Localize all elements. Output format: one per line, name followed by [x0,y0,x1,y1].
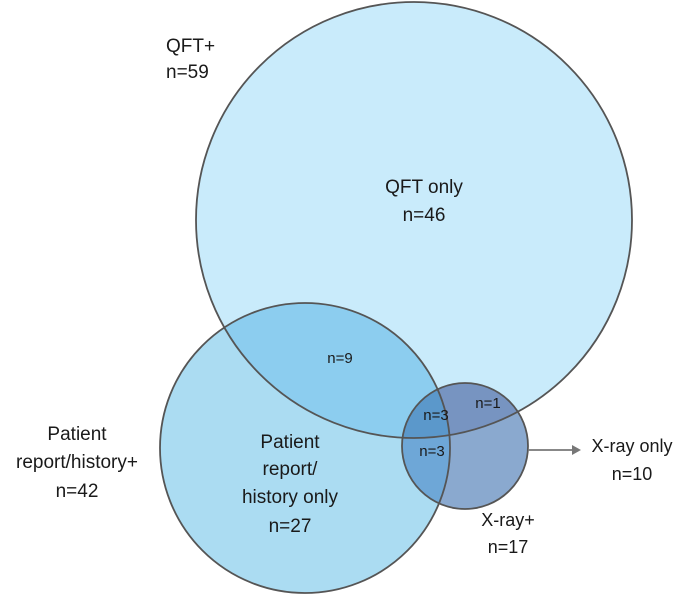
patient-set-count: n=42 [56,481,99,502]
patient-xray-count: n=3 [419,443,444,460]
xray-set-count: n=17 [488,537,529,557]
patient-only-line3: history only [242,487,339,508]
qft-set-count: n=59 [166,62,209,83]
qft-patient-count: n=9 [327,350,352,367]
qft-set-name: QFT+ [166,36,215,57]
xray-only-arrowhead [572,445,581,455]
qft-outline [195,1,633,439]
patient-set-name-line2: report/history+ [16,452,138,473]
xray-set-name: X-ray+ [481,510,535,530]
xray-outline [401,382,529,510]
patient-outline [159,302,451,594]
qft-only-label: QFT only [385,177,463,198]
xray-only-count: n=10 [612,464,653,484]
xray-only-label: X-ray only [591,436,672,456]
patient-only-line2: report/ [263,459,319,480]
qft-xray-count: n=1 [475,395,500,412]
patient-set-name-line1: Patient [47,424,107,445]
all-three-overlap [402,383,450,438]
qft-only-count: n=46 [403,205,446,226]
patient-only-line1: Patient [260,432,320,453]
patient-only-count: n=27 [269,516,312,537]
all-three-count: n=3 [423,407,448,424]
